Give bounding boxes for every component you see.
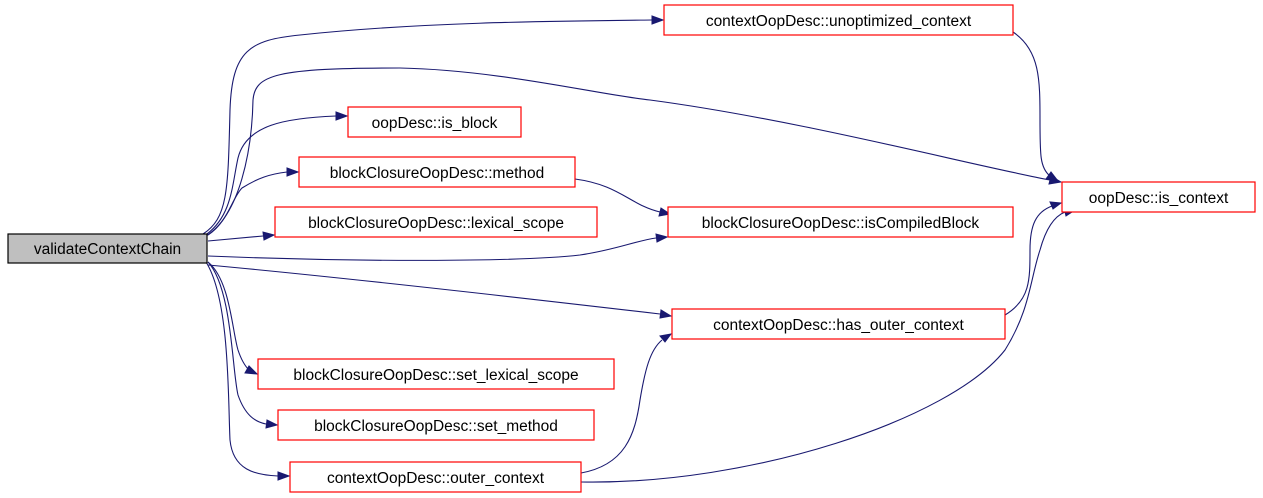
edge-outer-context-is-context [580, 211, 1066, 483]
node-root[interactable]: validateContextChain [7, 233, 208, 264]
edge-unoptimized-context-is-context [1012, 31, 1051, 177]
node-lexical-scope-label: blockClosureOopDesc::lexical_scope [308, 215, 564, 232]
node-outer-context[interactable]: contextOopDesc::outer_context [289, 461, 582, 493]
nodes: validateContextChain contextOopDesc::uno… [7, 4, 1256, 493]
node-set-lexical-scope[interactable]: blockClosureOopDesc::set_lexical_scope [257, 358, 615, 390]
edge-method-is-compiled-block [574, 178, 661, 213]
node-is-context-label: oopDesc::is_context [1089, 190, 1229, 207]
arrowhead-is-compiled-block-from-method [658, 207, 672, 217]
node-has-outer-context-label: contextOopDesc::has_outer_context [713, 317, 964, 334]
node-has-outer-context[interactable]: contextOopDesc::has_outer_context [671, 308, 1006, 340]
node-is-block[interactable]: oopDesc::is_block [347, 106, 522, 138]
node-set-method-label: blockClosureOopDesc::set_method [314, 418, 558, 435]
node-is-context[interactable]: oopDesc::is_context [1061, 181, 1256, 213]
arrowhead-is-block [335, 111, 349, 121]
arrowhead-unoptimized-context [651, 15, 665, 25]
node-is-compiled-block[interactable]: blockClosureOopDesc::isCompiledBlock [667, 206, 1014, 238]
edge-root-has-outer-context [207, 264, 661, 315]
edge-root-is-compiled-block [207, 237, 657, 261]
edge-root-unoptimized-context [202, 19, 653, 235]
node-is-block-label: oopDesc::is_block [372, 115, 498, 132]
edge-root-set-lexical-scope [207, 261, 250, 371]
edges [202, 15, 1077, 483]
node-unoptimized-context[interactable]: contextOopDesc::unoptimized_context [663, 4, 1014, 36]
arrowhead-method [286, 167, 300, 177]
arrowhead-set-lexical-scope [244, 365, 259, 375]
edge-root-outer-context [205, 261, 279, 477]
arrowhead-has-outer-context-from-outer [659, 333, 673, 343]
edge-outer-context-has-outer-context [580, 339, 663, 474]
edge-root-set-method [207, 261, 267, 425]
node-set-method[interactable]: blockClosureOopDesc::set_method [277, 409, 595, 441]
arrowhead-set-method [265, 419, 279, 429]
arrowhead-has-outer-context-from-root [659, 309, 673, 319]
node-outer-context-label: contextOopDesc::outer_context [327, 470, 545, 487]
arrowhead-is-context-from-unoptimized [1045, 171, 1060, 182]
edge-root-lexical-scope [207, 235, 264, 242]
edge-root-is-block [206, 115, 337, 235]
arrowhead-lexical-scope [262, 231, 276, 241]
node-is-compiled-block-label: blockClosureOopDesc::isCompiledBlock [702, 215, 980, 232]
node-lexical-scope[interactable]: blockClosureOopDesc::lexical_scope [274, 206, 598, 238]
arrowhead-outer-context [277, 471, 291, 481]
node-set-lexical-scope-label: blockClosureOopDesc::set_lexical_scope [293, 367, 578, 384]
edge-has-outer-context-is-context [1004, 205, 1053, 316]
edge-root-is-context [205, 67, 1051, 237]
arrowhead-is-context-from-has-outer [1049, 201, 1063, 210]
edge-root-method [207, 171, 288, 236]
node-method[interactable]: blockClosureOopDesc::method [298, 156, 576, 188]
node-method-label: blockClosureOopDesc::method [330, 165, 545, 182]
arrowhead-is-compiled-block-from-root [655, 233, 669, 243]
node-root-label: validateContextChain [34, 241, 181, 258]
node-unoptimized-context-label: contextOopDesc::unoptimized_context [706, 13, 972, 30]
